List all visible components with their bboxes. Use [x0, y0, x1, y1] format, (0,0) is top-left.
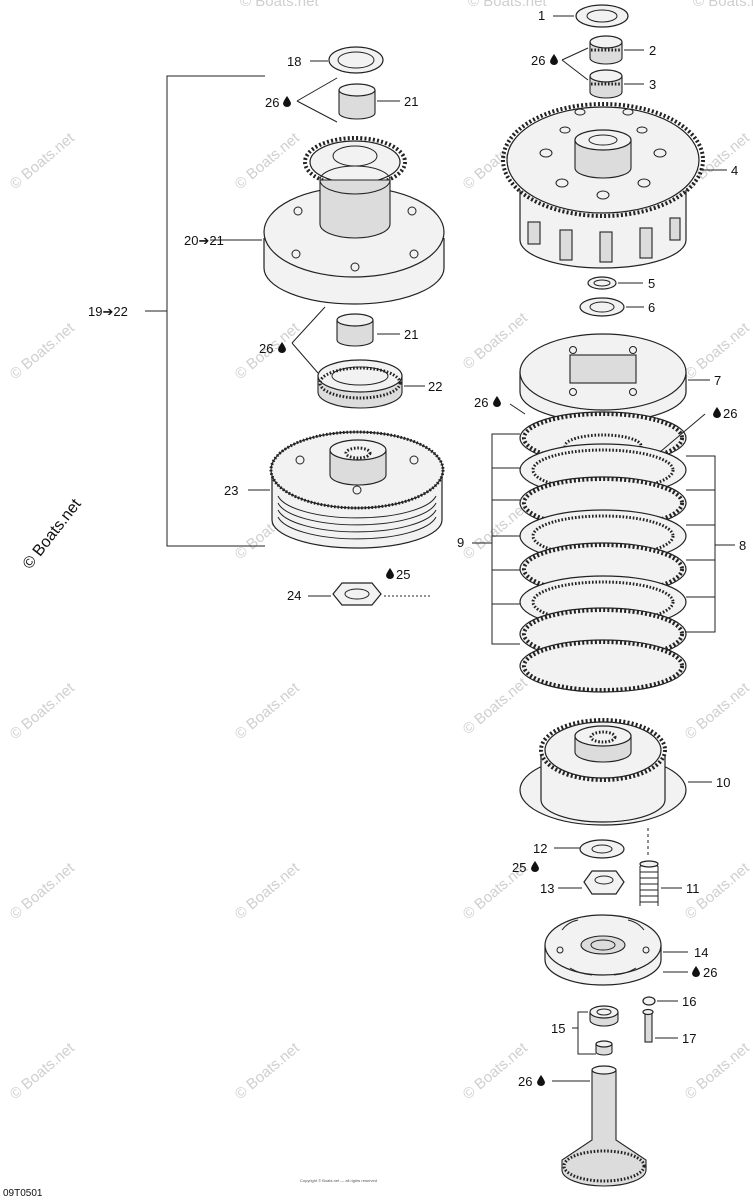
callout-26: 26	[531, 53, 545, 68]
part-1-washer	[553, 4, 629, 28]
callout-24: 24	[287, 588, 301, 603]
callout-6: 6	[648, 300, 655, 315]
callout-26: 26	[518, 1074, 532, 1089]
watermark: © Boats.net	[7, 1039, 79, 1103]
callout-26: 26	[723, 406, 737, 421]
part-16-washer	[642, 996, 678, 1006]
part-7-pressure-plate	[519, 333, 710, 423]
bracket-part-8	[686, 455, 735, 633]
watermark: © Boats.net	[7, 129, 79, 193]
part-23-clutch-drum	[248, 430, 445, 549]
callout-25: 25	[396, 567, 410, 582]
part-5-ring	[587, 276, 643, 290]
callout-9: 9	[457, 535, 464, 550]
oil-drop-icon	[713, 407, 721, 418]
part-13-nut	[558, 870, 625, 895]
callout-26: 26	[259, 341, 273, 356]
callout-23: 23	[224, 483, 238, 498]
callout-8: 8	[739, 538, 746, 553]
callout-2: 2	[649, 43, 656, 58]
copyright-note: Copyright © Boats.net — all rights reser…	[300, 1178, 377, 1183]
watermark: © Boats.net	[232, 1039, 304, 1103]
part-21-bushing-lower	[291, 306, 400, 374]
watermark: © Boats.net	[460, 309, 532, 373]
part-2-needle-bearing	[561, 35, 644, 81]
callout-22: 22	[428, 379, 442, 394]
callout-21-upper: 21	[404, 94, 418, 109]
callout-17: 17	[682, 1031, 696, 1046]
oil-drop-icon	[692, 966, 700, 977]
callout-21-lower: 21	[404, 327, 418, 342]
part-pushrod	[552, 1065, 647, 1187]
oil-drop-icon	[386, 568, 394, 579]
oil-drop-icon	[550, 54, 558, 65]
watermark: © Boats.net	[682, 1039, 753, 1103]
callout-11: 11	[686, 881, 700, 896]
watermark: © Boats.net	[468, 0, 547, 10]
callout-1: 1	[538, 8, 545, 23]
part-11-spring	[639, 860, 682, 906]
callout-16: 16	[682, 994, 696, 1009]
oil-drop-icon	[493, 396, 501, 407]
oil-drop-icon	[537, 1075, 545, 1086]
part-24-nut	[308, 582, 430, 606]
part-22-sprag-bearing	[317, 359, 425, 409]
callout-7: 7	[714, 373, 721, 388]
diagram-code: 09T0501	[3, 1188, 43, 1199]
part-18-washer	[310, 46, 384, 74]
watermark-dark: © Boats.net	[20, 495, 85, 572]
oil-drop-icon	[283, 96, 291, 107]
part-12-washer	[554, 839, 625, 859]
watermark: © Boats.net	[7, 859, 79, 923]
callout-26: 26	[703, 965, 717, 980]
callout-10: 10	[716, 775, 730, 790]
watermark: © Boats.net	[693, 0, 753, 10]
leader-lines	[509, 403, 706, 453]
part-14-lifter-plate	[544, 914, 688, 986]
part-15-bearing-assembly	[572, 1005, 619, 1056]
watermark: © Boats.net	[232, 679, 304, 743]
callout-20-21: 20➔21	[184, 233, 224, 248]
part-4-clutch-housing-gear	[501, 102, 727, 269]
assembly-bracket	[145, 75, 265, 547]
callout-3: 3	[649, 77, 656, 92]
watermark: © Boats.net	[232, 859, 304, 923]
callout-5: 5	[648, 276, 655, 291]
callout-12: 12	[533, 841, 547, 856]
clutch-plate-stack	[519, 411, 687, 693]
callouts: 1 2 3 4 5 6 7 8 9 10 11 12 13 14 15 16 1…	[88, 8, 746, 1089]
watermark: © Boats.net	[460, 674, 532, 738]
callout-19-22: 19➔22	[88, 304, 128, 319]
callout-13: 13	[540, 881, 554, 896]
watermark: © Boats.net	[232, 129, 304, 193]
callout-26: 26	[474, 395, 488, 410]
watermark: © Boats.net	[460, 499, 532, 563]
part-21-bushing-upper	[296, 77, 400, 123]
part-20-gear-housing	[210, 136, 445, 305]
watermark: © Boats.net	[7, 679, 79, 743]
part-6-washer	[579, 297, 644, 317]
bracket-part-9	[472, 433, 520, 645]
callout-18: 18	[287, 54, 301, 69]
watermark: © Boats.net	[7, 319, 79, 383]
watermark: © Boats.net	[240, 0, 319, 10]
callout-26: 26	[265, 95, 279, 110]
part-3-needle-bearing	[589, 69, 644, 99]
watermark: © Boats.net	[682, 679, 753, 743]
callout-15: 15	[551, 1021, 565, 1036]
callout-25: 25	[512, 860, 526, 875]
part-17-bolt	[642, 1008, 678, 1043]
callout-4: 4	[731, 163, 738, 178]
oil-drop-icon	[531, 861, 539, 872]
steel-plate	[519, 639, 687, 693]
callout-14: 14	[694, 945, 708, 960]
part-10-clutch-hub	[519, 718, 712, 826]
watermark: © Boats.net	[460, 1039, 532, 1103]
